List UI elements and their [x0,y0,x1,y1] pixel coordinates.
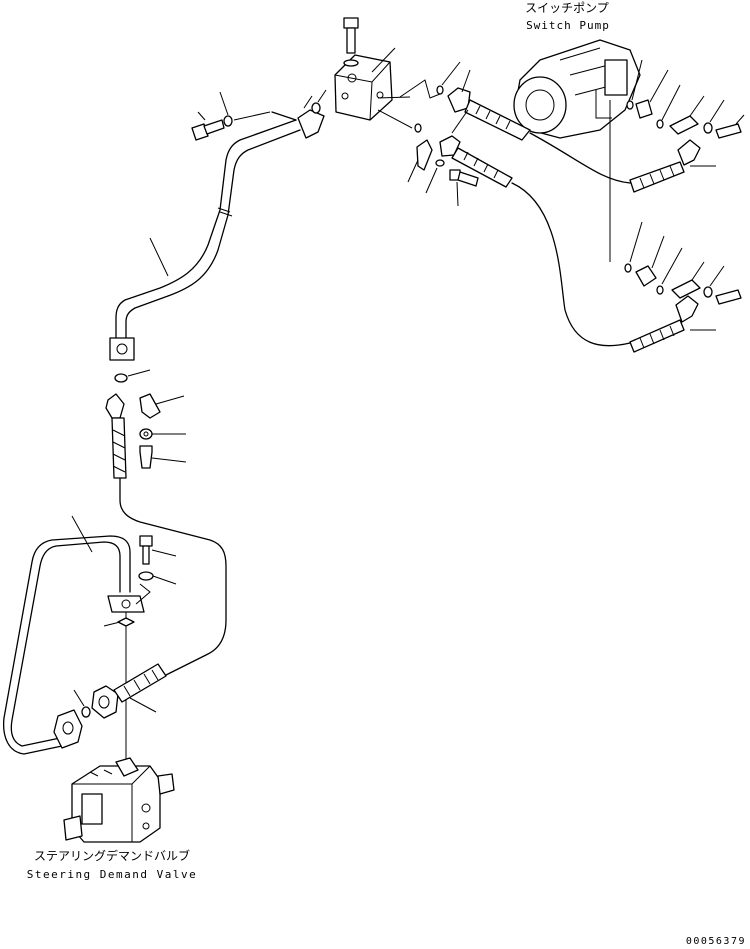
hose-upper-1 [447,69,631,184]
pump-hose-end-upper [629,139,716,193]
o-ring-mid [114,369,151,383]
steering-valve-label-jp: ステアリングデマンドバルブ [34,848,190,863]
switch-pump [513,39,641,139]
hose-lower [91,663,167,719]
bolt-hose-2 [449,169,479,207]
pump-fittings-upper [609,59,745,262]
drawing-number: 00056379 [686,936,746,947]
steel-pipe-upper [109,89,327,361]
switch-pump-label-jp: スイッチポンプ [525,1,609,15]
steel-pipe-lower [2,515,145,755]
bolt-lower [135,535,177,605]
junction-block [334,54,393,121]
pump-fittings-lower [624,221,742,305]
hose-mid [105,393,227,679]
switch-pump-label-en: Switch Pump [526,19,610,32]
clamp-mid [139,393,187,469]
pump-hose-end-lower [629,295,716,353]
steering-valve-label-en: Steering Demand Valve [27,868,198,881]
steering-demand-valve [63,757,175,843]
block-bolt [343,17,359,67]
left-bolt-upper [191,91,271,141]
hose-upper-2 [439,135,631,347]
